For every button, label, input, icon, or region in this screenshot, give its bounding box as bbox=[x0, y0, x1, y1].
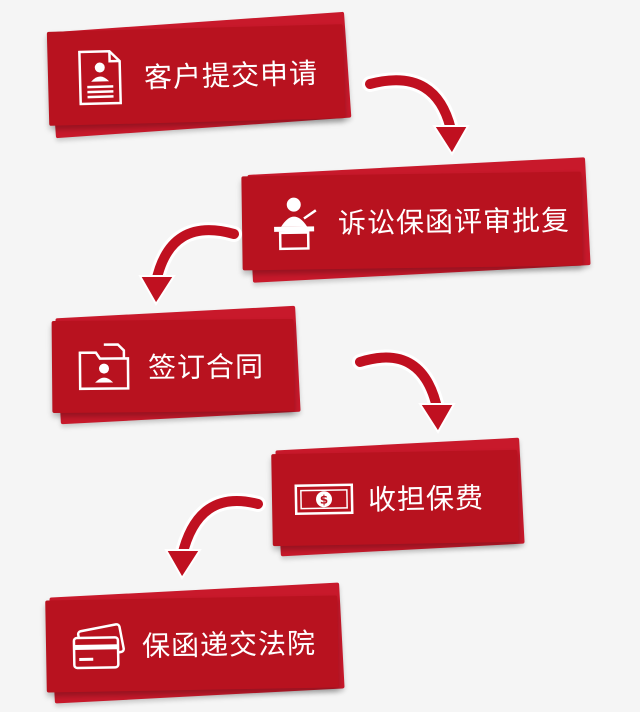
step-2-card: 诉讼保函评审批复 bbox=[241, 171, 583, 271]
curved-arrow-1-icon bbox=[362, 72, 470, 156]
dollar-bill-icon: $ bbox=[294, 483, 354, 515]
step-1-submit-application: 客户提交申请 bbox=[46, 11, 352, 139]
curved-arrow-2-icon bbox=[138, 222, 242, 306]
step-4-card: $ 收担保费 bbox=[271, 449, 519, 547]
step-3-sign-contract: 签订合同 bbox=[51, 305, 301, 425]
presenter-podium-icon bbox=[274, 197, 317, 251]
step-4-collect-guarantee-fee: $ 收担保费 bbox=[271, 437, 525, 557]
bank-card-icon bbox=[72, 623, 125, 670]
step-1-label: 客户提交申请 bbox=[143, 56, 319, 95]
step-2-review-approval: 诉讼保函评审批复 bbox=[241, 157, 591, 283]
step-5-card: 保函递交法院 bbox=[45, 595, 339, 693]
contract-folder-icon bbox=[78, 343, 130, 391]
step-5-label: 保函递交法院 bbox=[141, 626, 317, 663]
curved-arrow-3-icon bbox=[352, 349, 456, 434]
applicant-document-icon bbox=[78, 49, 122, 106]
step-3-card: 签订合同 bbox=[51, 318, 295, 414]
step-1-card: 客户提交申请 bbox=[46, 24, 346, 126]
svg-text:$: $ bbox=[320, 493, 329, 507]
step-4-label: 收担保费 bbox=[367, 481, 485, 517]
curved-arrow-4-icon bbox=[164, 492, 266, 580]
step-3-label: 签订合同 bbox=[147, 350, 265, 385]
step-2-label: 诉讼保函评审批复 bbox=[337, 203, 571, 241]
step-5-submit-guarantee-to-court: 保函递交法院 bbox=[45, 582, 345, 704]
